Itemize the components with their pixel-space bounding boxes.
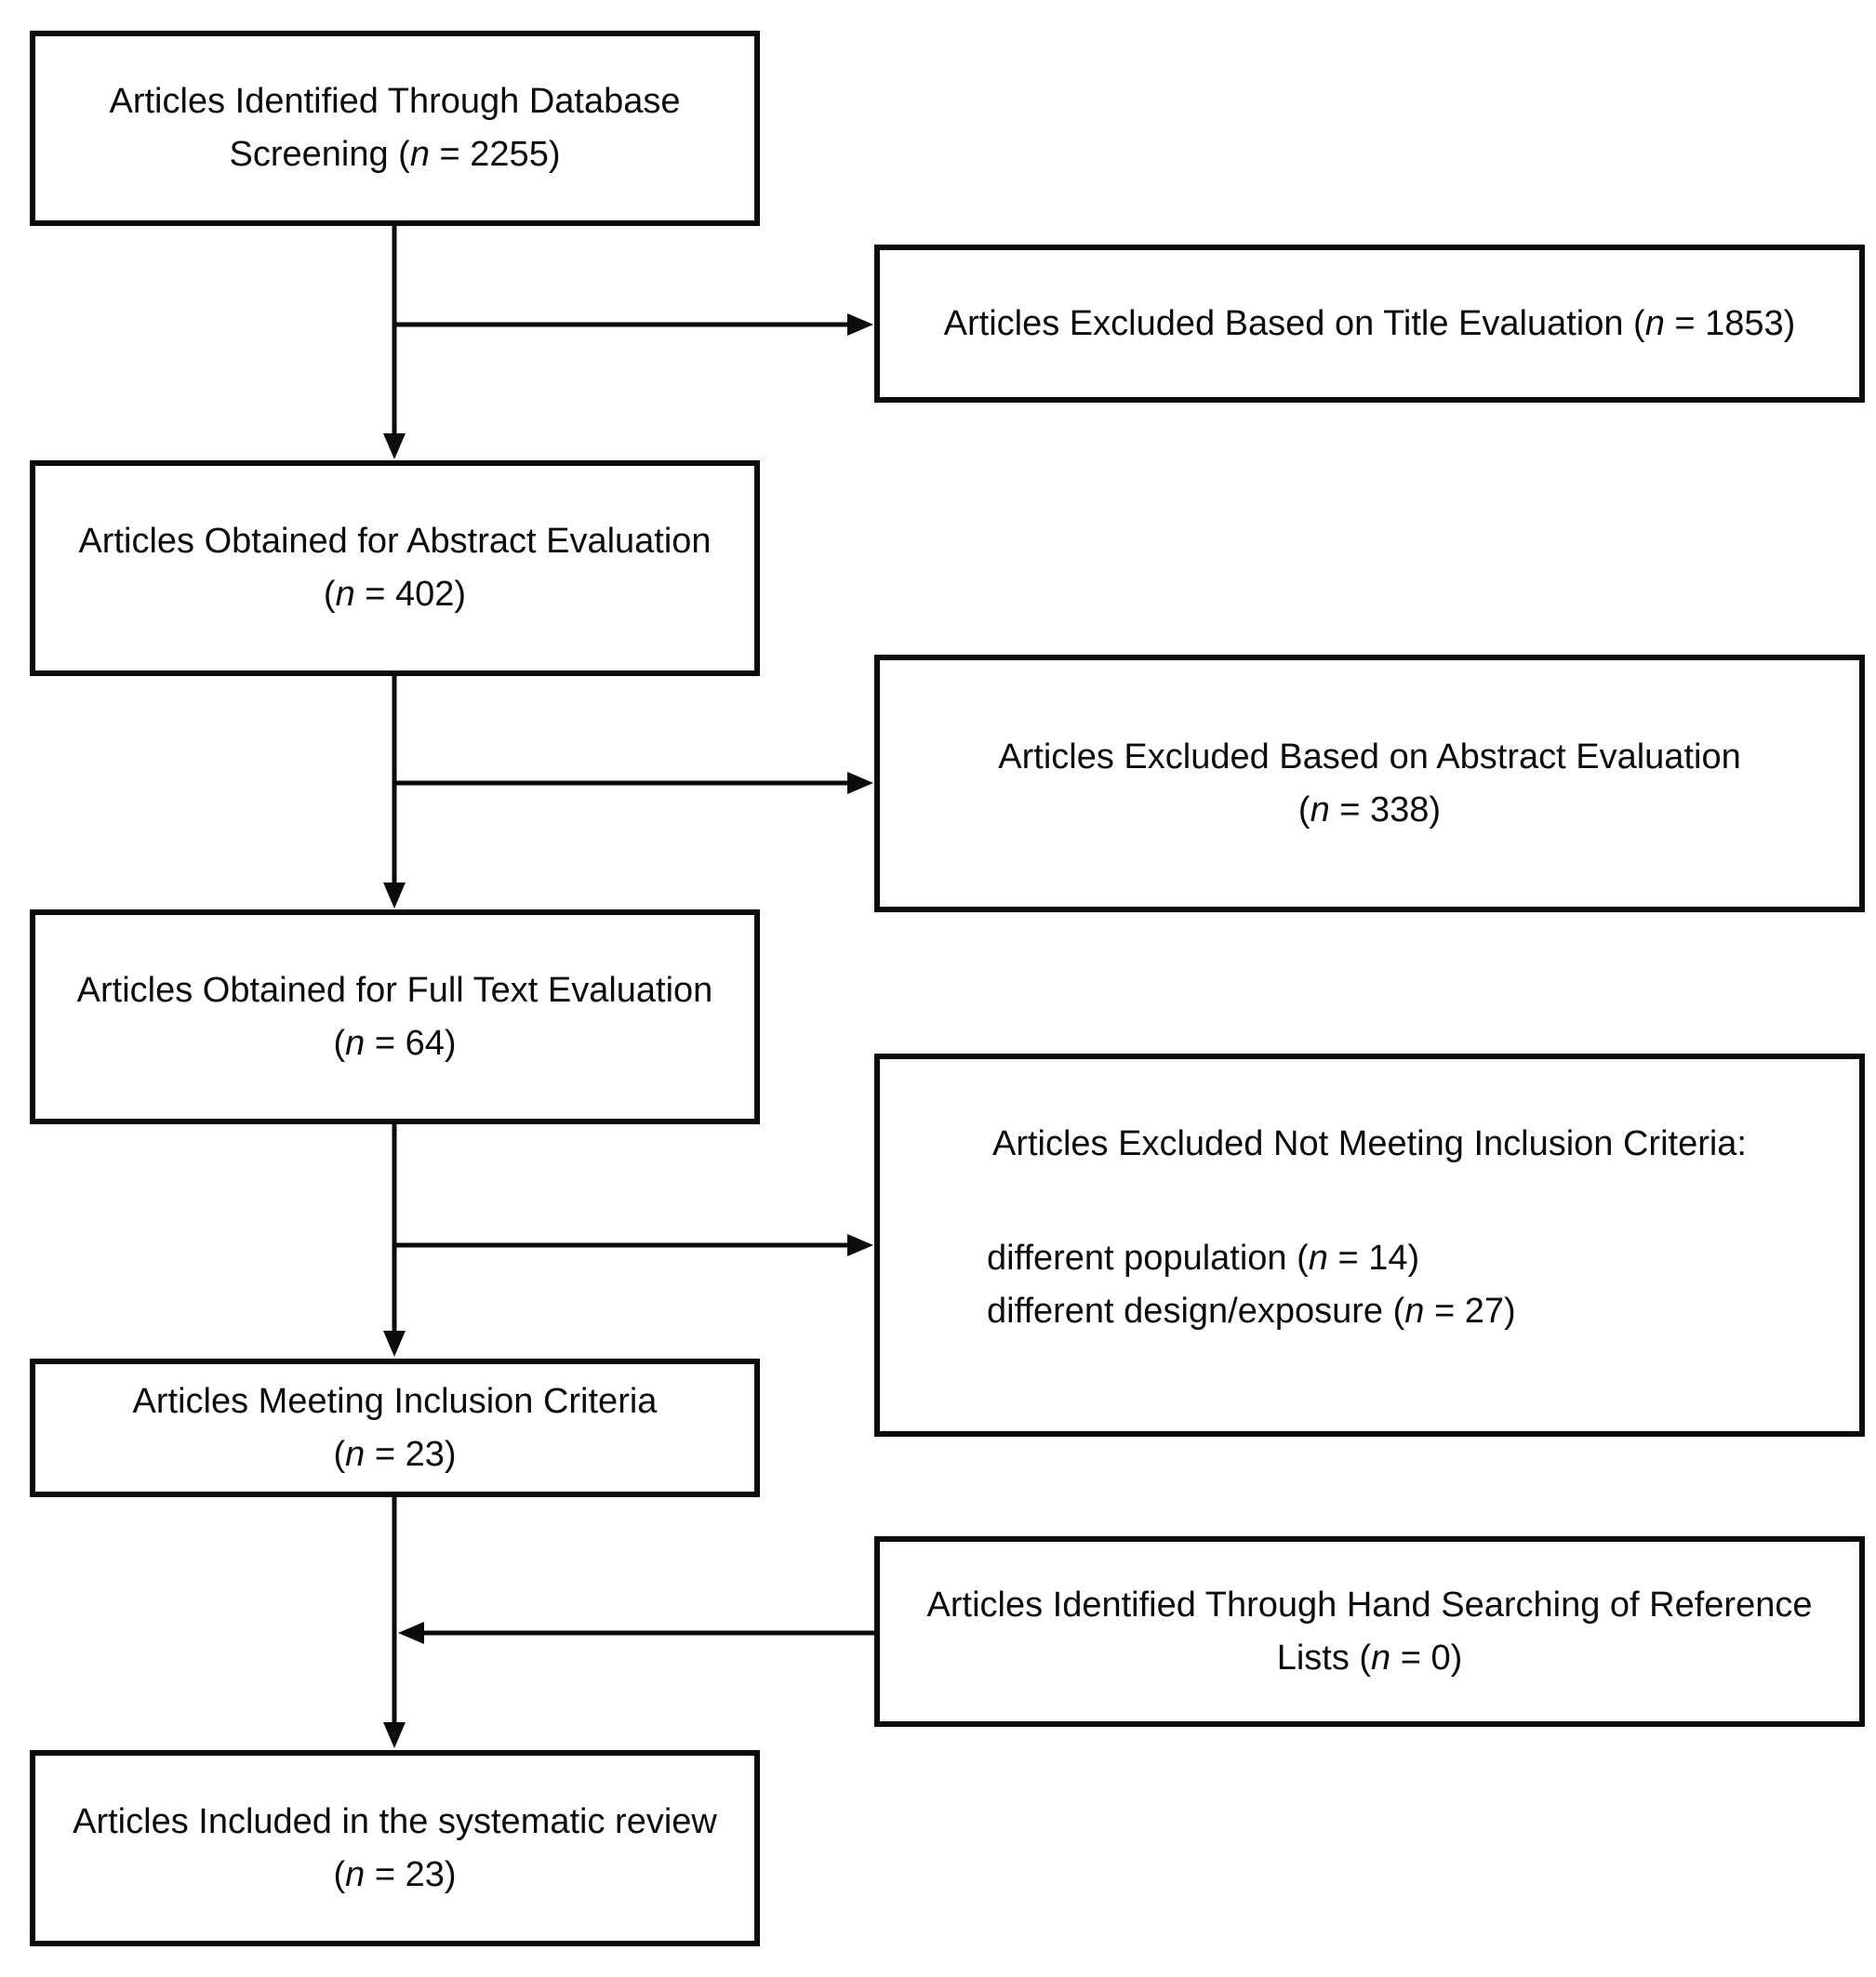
box-excluded-title-evaluation: Articles Excluded Based on Title Evaluat… [874,245,1865,403]
criteria-item: different design/exposure (n = 27) [987,1285,1859,1338]
box-text-line: Articles Obtained for Abstract Evaluatio… [78,515,711,568]
text-segment: different population ( [987,1239,1309,1278]
box-text-line: (n = 64) [333,1017,456,1070]
criteria-item: different population (n = 14) [987,1232,1859,1285]
text-segment: = 23) [365,1854,457,1894]
text-segment: = 2255) [429,135,561,174]
text-segment: different design/exposure ( [987,1292,1405,1331]
text-segment: ( [323,575,336,614]
arrow-abstract-to-fulltext [383,676,406,909]
n-variable: n [345,1023,366,1063]
box-text-line: Articles Identified Through Database [110,75,681,128]
text-segment: Lists ( [1276,1638,1372,1678]
box-text-line: (n = 338) [1298,784,1441,837]
n-variable: n [345,1854,366,1894]
text-segment: = 14) [1327,1239,1420,1278]
box-fulltext-evaluation: Articles Obtained for Full Text Evaluati… [30,909,760,1124]
arrow-meeting-to-included [383,1497,406,1748]
arrow-branch-criteria-excluded [394,1234,873,1256]
text-segment: ( [333,1434,346,1474]
box-text-line: Articles Meeting Inclusion Criteria [133,1375,658,1428]
text-segment: ( [1297,789,1311,829]
box-text-line: Articles Excluded Based on Abstract Eval… [998,731,1740,784]
arrow-fulltext-to-meeting [383,1124,406,1357]
text-segment: = 338) [1329,789,1442,829]
arrow-handsearch-to-flow [398,1622,874,1644]
criteria-item-list: different population (n = 14) different … [880,1232,1859,1338]
box-text-line: Screening (n = 2255) [230,128,561,181]
box-text-line: (n = 23) [333,1428,456,1481]
text-segment: Screening ( [229,135,410,174]
text-segment: Articles Excluded Based on Title Evaluat… [943,303,1645,343]
text-segment: Articles Obtained for Full Text Evaluati… [76,970,713,1010]
text-segment: Articles Excluded Not Meeting Inclusion … [991,1124,1747,1163]
arrow-identified-to-abstract [383,226,406,459]
text-segment: Articles Included in the systematic revi… [73,1801,717,1841]
arrow-branch-title-excluded [394,313,873,336]
text-segment: = 27) [1424,1292,1516,1331]
text-segment: Articles Excluded Based on Abstract Eval… [998,736,1741,776]
n-variable: n [1644,303,1665,343]
text-segment: Articles Identified Through Hand Searchi… [926,1585,1813,1625]
criteria-heading: Articles Excluded Not Meeting Inclusion … [880,1059,1859,1171]
box-text-line: Articles Identified Through Hand Searchi… [927,1579,1813,1632]
text-segment: = 0) [1390,1638,1463,1678]
text-segment: = 1853) [1664,303,1796,343]
box-excluded-abstract-evaluation: Articles Excluded Based on Abstract Eval… [874,655,1865,912]
box-text-line: Articles Obtained for Full Text Evaluati… [77,964,713,1017]
text-segment: ( [333,1023,346,1063]
box-abstract-evaluation: Articles Obtained for Abstract Evaluatio… [30,460,760,676]
arrow-branch-abstract-excluded [394,772,873,794]
text-segment: = 64) [365,1023,457,1063]
text-segment: Articles Obtained for Abstract Evaluatio… [78,522,712,561]
box-meeting-inclusion-criteria: Articles Meeting Inclusion Criteria (n =… [30,1359,760,1497]
n-variable: n [409,135,430,174]
box-text-line: Articles Included in the systematic revi… [73,1796,717,1849]
n-variable: n [335,575,355,614]
n-variable: n [345,1434,366,1474]
n-variable: n [1308,1239,1328,1278]
n-variable: n [1371,1638,1391,1678]
text-segment: = 23) [365,1434,457,1474]
box-text-line: Lists (n = 0) [1277,1632,1463,1685]
n-variable: n [1310,789,1330,829]
text-segment: = 402) [354,575,467,614]
text-segment: Articles Identified Through Database [109,82,681,121]
box-excluded-inclusion-criteria: Articles Excluded Not Meeting Inclusion … [874,1054,1865,1437]
box-text-line: Articles Excluded Based on Title Evaluat… [944,298,1796,351]
text-segment: Articles Meeting Inclusion Criteria [132,1381,658,1421]
box-hand-searching: Articles Identified Through Hand Searchi… [874,1536,1865,1727]
box-text-line: (n = 23) [333,1849,456,1902]
box-included-systematic-review: Articles Included in the systematic revi… [30,1750,760,1946]
box-articles-identified: Articles Identified Through Database Scr… [30,31,760,226]
text-segment: ( [333,1854,346,1894]
box-text-line: (n = 402) [324,568,466,621]
n-variable: n [1404,1292,1425,1331]
